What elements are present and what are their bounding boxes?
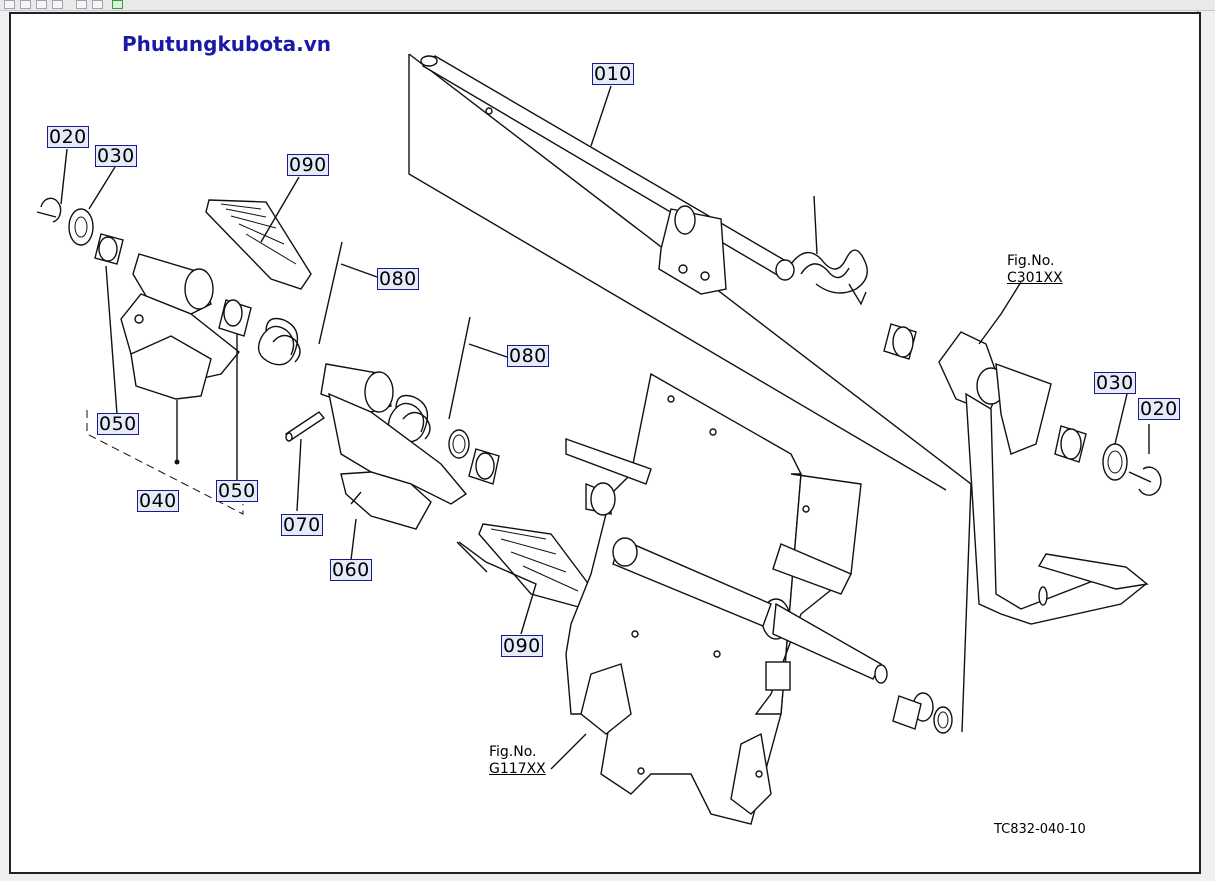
diagram-viewer: Phutungkubota.vn 010 020 030 090 080 080… [9,12,1201,874]
callout-040[interactable]: 040 [137,490,179,512]
callout-050-a[interactable]: 050 [97,413,139,435]
brake-pedal-arm-040 [120,253,240,465]
callout-030-right[interactable]: 030 [1094,372,1136,394]
callout-060[interactable]: 060 [330,559,372,581]
fig-ref-c301-label: Fig.No. [1007,253,1055,269]
return-spring-upper [790,195,868,306]
callout-070[interactable]: 070 [281,514,323,536]
frame-outline-left [408,54,947,491]
pedal-bracket-frame [565,372,953,825]
fig-ref-g117-code: G117XX [489,761,546,777]
new-icon[interactable] [4,0,15,9]
open-icon[interactable] [20,0,31,9]
scroll-up-icon[interactable] [1195,0,1201,15]
pedal-pad-top [205,199,312,290]
fig-ref-c301-code: C301XX [1007,270,1063,286]
return-spring-080-mid [387,316,471,443]
leader-lines [60,85,1150,770]
pin-070 [284,411,326,442]
export-icon[interactable] [112,0,123,9]
callout-080-top[interactable]: 080 [377,268,419,290]
paste-icon[interactable] [92,0,103,9]
callout-030-left[interactable]: 030 [95,145,137,167]
callout-020-right[interactable]: 020 [1138,398,1180,420]
clutch-pedal-arm [883,323,1162,625]
callout-080-mid[interactable]: 080 [507,345,549,367]
exploded-parts-diagram [36,53,1162,825]
print-icon[interactable] [52,0,63,9]
watermark: Phutungkubota.vn [122,32,332,56]
copy-icon[interactable] [76,0,87,9]
diagram-code: TC832-040-10 [994,822,1086,837]
save-icon[interactable] [36,0,47,9]
toolbar [0,0,1215,15]
callout-050-b[interactable]: 050 [216,480,258,502]
return-spring-080-top [257,241,343,366]
brake-pedal-arm-060 [320,363,468,530]
pedal-shaft-part [420,55,795,295]
bearing-middle [448,429,500,485]
callout-020-left[interactable]: 020 [47,126,89,148]
fig-ref-c301[interactable]: Fig.No. C301XX [1007,253,1063,287]
callout-010[interactable]: 010 [592,63,634,85]
callout-090-top[interactable]: 090 [287,154,329,176]
left-small-parts [36,197,252,337]
fig-ref-g117-label: Fig.No. [489,744,537,760]
fig-ref-g117[interactable]: Fig.No. G117XX [489,744,546,778]
callout-090-bottom[interactable]: 090 [501,635,543,657]
